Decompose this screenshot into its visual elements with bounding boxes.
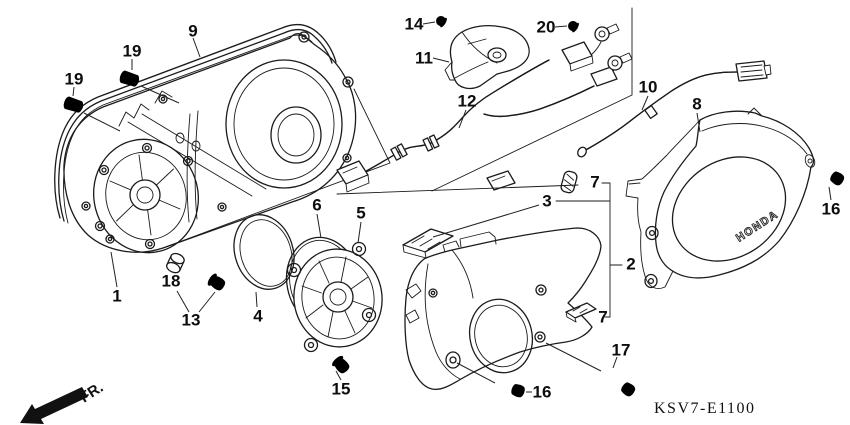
fr-label: FR. (77, 379, 107, 406)
boundary-lines (336, 7, 633, 318)
callout-15[interactable]: 15 (332, 380, 351, 399)
fr-direction-arrow: FR. (20, 379, 106, 424)
callout-9[interactable]: 9 (188, 22, 197, 41)
rubber-cap-19-upper (118, 69, 141, 89)
callout-7[interactable]: 7 (598, 308, 607, 327)
callout-3[interactable]: 3 (542, 192, 551, 211)
right-side-cover-art: HONDA (625, 107, 816, 289)
screw-20 (565, 18, 592, 41)
left-crankcase-cover-art (54, 23, 391, 254)
sensor-cable-art (577, 60, 772, 158)
bolt-16-lower (497, 377, 527, 399)
callout-8[interactable]: 8 (692, 95, 701, 114)
diagram-code: KSV7-E1100 (654, 400, 756, 417)
harness-clip-7-upper (560, 170, 578, 194)
callout-19[interactable]: 19 (65, 70, 84, 89)
air-cleaner-element-art (233, 214, 295, 290)
callout-4[interactable]: 4 (253, 307, 263, 326)
bolt-17 (608, 372, 638, 399)
sensor-cover-art (444, 25, 530, 90)
callout-6[interactable]: 6 (312, 196, 321, 215)
callout-14[interactable]: 14 (405, 15, 424, 34)
callout-16[interactable]: 16 (533, 383, 552, 402)
callout-18[interactable]: 18 (162, 272, 181, 291)
inner-cover-art (404, 227, 602, 391)
callout-5[interactable]: 5 (356, 204, 365, 223)
bolt-13 (197, 266, 228, 293)
callout-11[interactable]: 11 (415, 49, 433, 68)
washer-18 (166, 252, 185, 274)
callout-7[interactable]: 7 (590, 173, 599, 192)
fr-arrow-icon (20, 387, 88, 424)
screw-14 (433, 13, 460, 36)
rubber-cap-19-left (62, 95, 85, 115)
callout-13[interactable]: 13 (182, 311, 201, 330)
callout-2[interactable]: 2 (626, 255, 635, 274)
bolt-16-right (817, 162, 846, 188)
callout-17[interactable]: 17 (612, 341, 631, 360)
callout-16[interactable]: 16 (822, 200, 841, 219)
callout-19[interactable]: 19 (123, 42, 142, 61)
leader-lines (72, 21, 832, 393)
sensor-harness-art (336, 23, 633, 193)
fan-cover-art (286, 241, 383, 353)
harness-clip-7-lower (565, 302, 597, 323)
callout-12[interactable]: 12 (458, 92, 477, 111)
callout-10[interactable]: 10 (639, 78, 658, 97)
callout-20[interactable]: 20 (537, 18, 556, 37)
bolt-15 (323, 346, 352, 376)
callout-1[interactable]: 1 (112, 287, 121, 306)
